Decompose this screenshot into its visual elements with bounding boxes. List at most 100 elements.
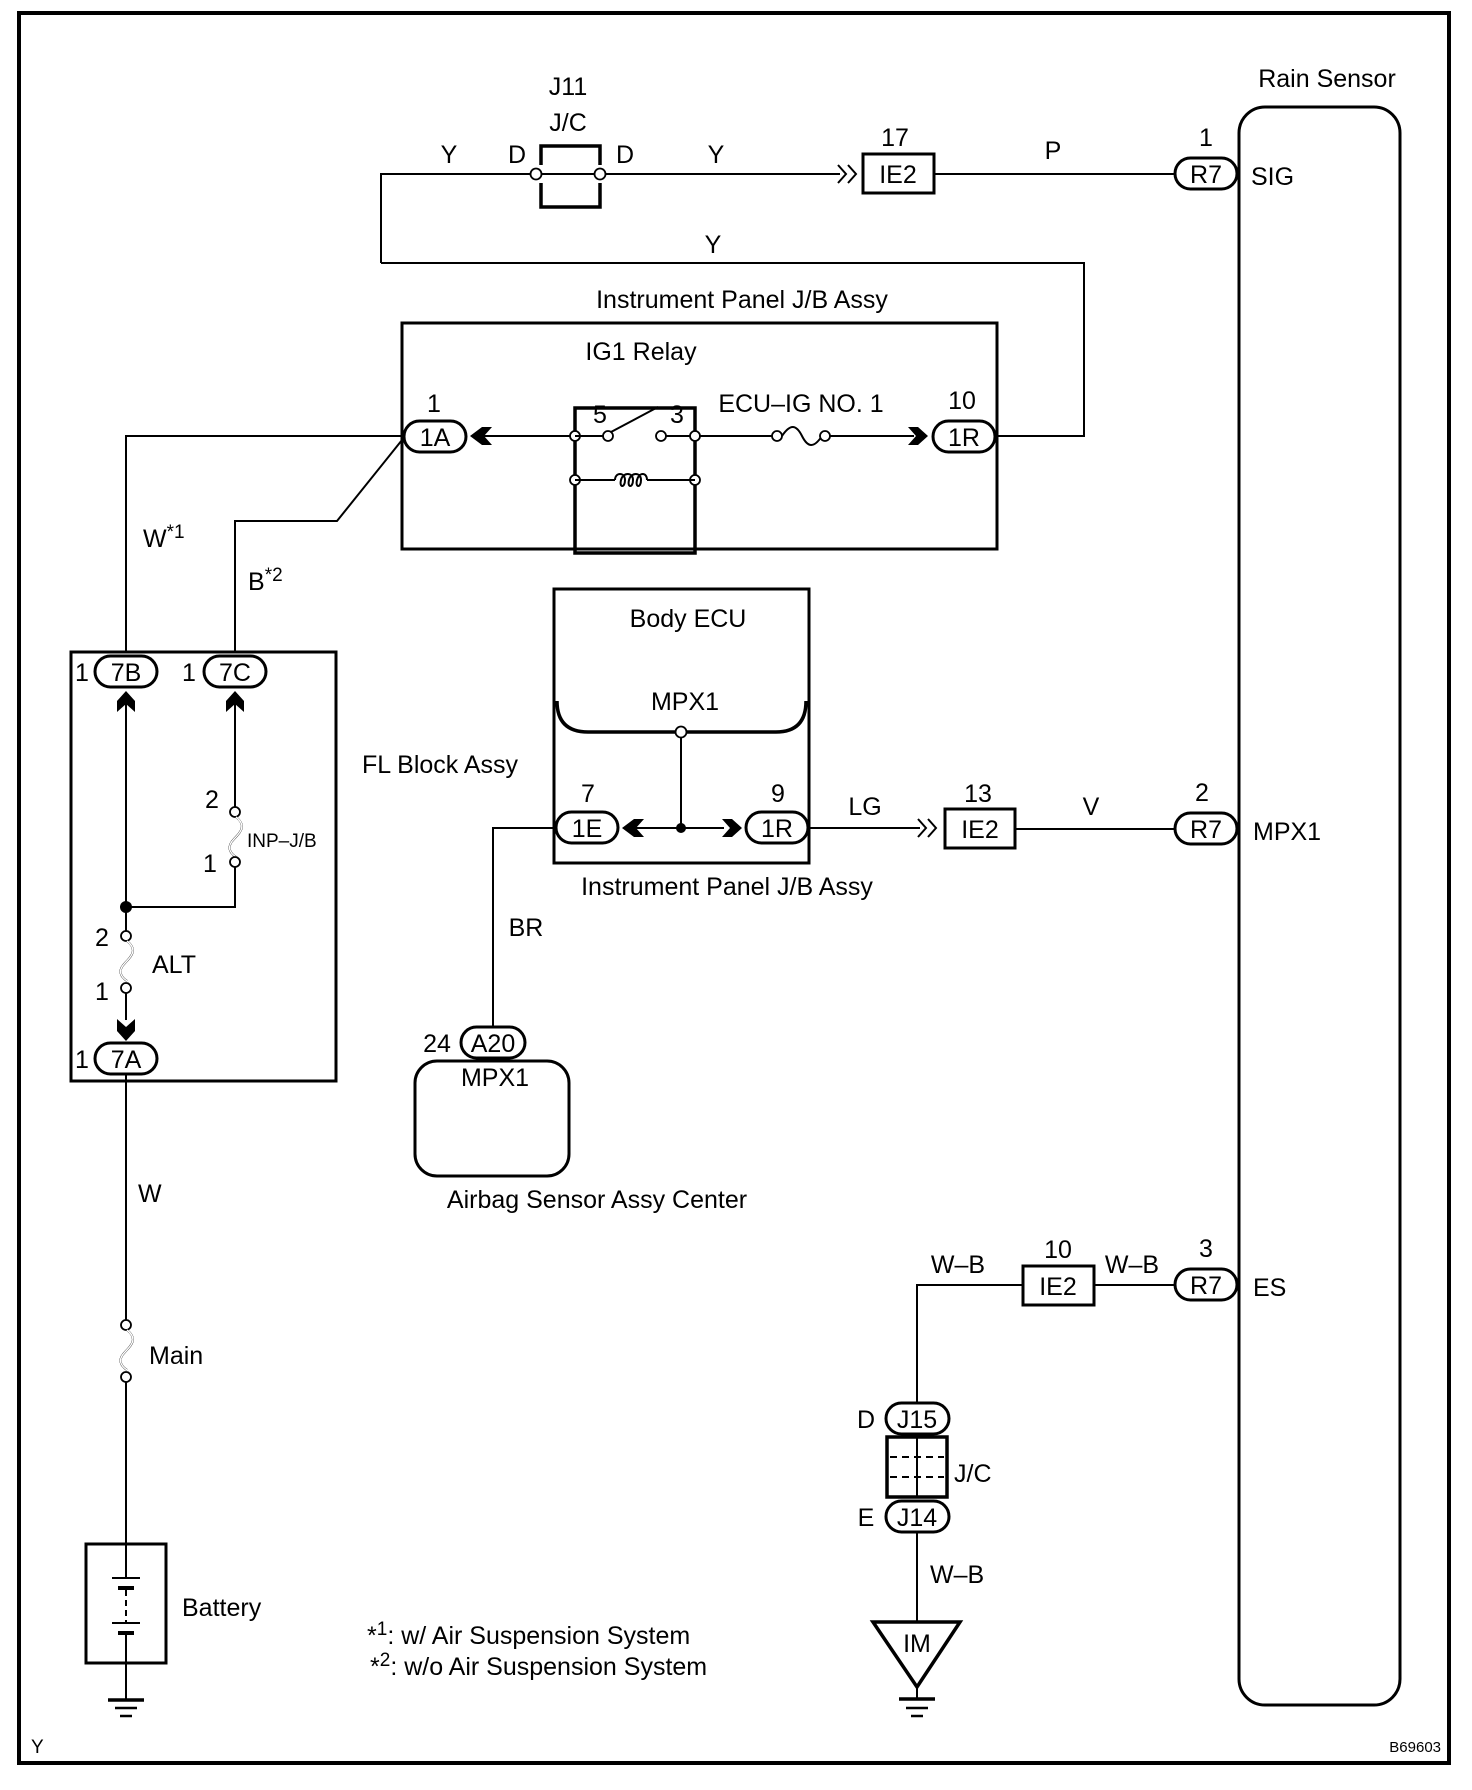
ie2-13-code: IE2 [961, 816, 999, 844]
conn-1e-code: 1E [572, 815, 603, 843]
conn-j14-code: J14 [897, 1504, 937, 1532]
fuse-alt-pin-bottom: 1 [95, 978, 109, 1006]
wire-w-mark: *1 [167, 522, 185, 543]
rain-sensor: Rain Sensor R7 1 SIG R7 2 MPX1 R7 3 ES [1173, 65, 1402, 1707]
footnote-1-sup: 1 [377, 1619, 388, 1640]
fuse-alt-icon [119, 930, 134, 994]
relay-pin-3: 3 [670, 401, 684, 429]
ground-icon [108, 1663, 144, 1718]
wire-color-w: W [138, 1180, 162, 1208]
relay-pin-5: 5 [593, 401, 607, 429]
battery-label: Battery [182, 1594, 262, 1622]
diagram-frame [17, 11, 1451, 1765]
wire-color-v: V [1083, 793, 1100, 821]
wire-color-w-sup1: W*1 [143, 522, 185, 553]
wire-color-y-return: Y [705, 231, 722, 259]
ie2-connector-17: IE2 17 [837, 124, 936, 195]
footnote-1: *1: w/ Air Suspension System [367, 1619, 690, 1650]
wire-b-mark: *2 [265, 565, 283, 586]
corner-label: Y [31, 1737, 44, 1758]
ie2-connector-10: IE2 10 [1021, 1236, 1096, 1307]
fuse-ecu-ig-label: ECU–IG NO. 1 [718, 390, 883, 418]
fl-block-assy: FL Block Assy 7B 1 7C 1 INP–J/B 2 1 [69, 650, 519, 1083]
r7-2-code: R7 [1190, 816, 1222, 844]
ie2-10-pin: 10 [1044, 1236, 1072, 1264]
conn-1r-top-code: 1R [948, 424, 980, 452]
fuse-main-label: Main [149, 1342, 203, 1370]
footnote-2: *2: w/o Air Suspension System [370, 1650, 707, 1681]
fuse-inp-jb-label: INP–J/B [247, 831, 317, 852]
j11-pin-right: D [616, 141, 634, 169]
ie2-13-pin: 13 [964, 780, 992, 808]
j11-type: J/C [549, 109, 587, 137]
wire-w-label: W [143, 525, 167, 553]
wire-color-y-left: Y [441, 141, 458, 169]
conn-1r-mid-pin: 9 [771, 780, 785, 808]
conn-j15-pin: D [857, 1406, 875, 1434]
wire-color-lg: LG [848, 793, 881, 821]
conn-a20-code: A20 [471, 1030, 515, 1058]
fuse-inp-pin-top: 2 [205, 786, 219, 814]
relay-coil-icon [575, 473, 695, 487]
conn-7c-code: 7C [219, 659, 251, 687]
fuse-ecu-ig-icon [771, 426, 831, 446]
figure-id: B69603 [1389, 1739, 1441, 1756]
conn-7c-pin: 1 [182, 659, 196, 687]
wire-color-br: BR [509, 914, 544, 942]
fuse-inp-pin-bottom: 1 [203, 850, 217, 878]
conn-1a-pin: 1 [427, 390, 441, 418]
footnote-2-mark: * [370, 1653, 380, 1681]
footnote-1-text: : w/ Air Suspension System [387, 1622, 690, 1650]
ie2-17-code: IE2 [879, 161, 917, 189]
footnotes: *1: w/ Air Suspension System *2: w/o Air… [367, 1619, 707, 1681]
conn-j14-pin: E [858, 1504, 875, 1532]
r7-3-pin: 3 [1199, 1235, 1213, 1263]
battery: Battery [84, 1542, 262, 1665]
ip-jb-mid-title: Instrument Panel J/B Assy [581, 873, 873, 901]
r7-1-code: R7 [1190, 161, 1222, 189]
conn-7a-pin: 1 [75, 1046, 89, 1074]
fuse-alt-label: ALT [152, 951, 196, 979]
r7-1-pin: 1 [1199, 124, 1213, 152]
conn-1a-code: 1A [420, 424, 451, 452]
conn-a20-pin: 24 [423, 1030, 451, 1058]
ie2-connector-13: IE2 13 [917, 780, 1017, 850]
body-ecu: Body ECU MPX1 1E 7 1R 9 Instrument Panel… [552, 587, 873, 901]
rain-sensor-title: Rain Sensor [1258, 65, 1396, 93]
conn-j15-code: J15 [897, 1406, 937, 1434]
conn-7a-code: 7A [111, 1046, 142, 1074]
airbag-sensor-assy: A20 24 MPX1 Airbag Sensor Assy Center [413, 1025, 747, 1214]
j11-name: J11 [549, 73, 587, 101]
conn-1r-top-pin: 10 [948, 387, 976, 415]
r7-2-signal: MPX1 [1253, 818, 1321, 846]
ig1-relay-label: IG1 Relay [585, 338, 697, 366]
airbag-title: Airbag Sensor Assy Center [447, 1186, 747, 1214]
wire-color-wb-1: W–B [931, 1251, 985, 1279]
ip-jb-top-title: Instrument Panel J/B Assy [596, 286, 888, 314]
r7-2-pin: 2 [1195, 779, 1209, 807]
conn-1r-mid-code: 1R [761, 815, 793, 843]
r7-3-signal: ES [1253, 1274, 1286, 1302]
footnote-2-sup: 2 [380, 1650, 391, 1671]
wire-color-b-sup2: B*2 [248, 565, 283, 596]
ground-point-code: IM [903, 1630, 931, 1658]
wire-color-p: P [1045, 137, 1062, 165]
fuse-main-icon [119, 1319, 134, 1383]
body-ecu-terminal: MPX1 [651, 688, 719, 716]
footnote-2-text: : w/o Air Suspension System [390, 1653, 707, 1681]
conn-1e-pin: 7 [581, 780, 595, 808]
instrument-panel-jb-top: Instrument Panel J/B Assy IG1 Relay 1A 1… [400, 286, 1084, 555]
footnote-1-mark: * [367, 1622, 377, 1650]
r7-1-signal: SIG [1251, 163, 1294, 191]
jc-bottom-label: J/C [954, 1460, 992, 1488]
wire-color-y-right: Y [708, 141, 725, 169]
airbag-terminal: MPX1 [461, 1064, 529, 1092]
jc-j15-j14: J15 D J/C J14 E [857, 1401, 992, 1534]
fuse-alt-pin-top: 2 [95, 924, 109, 952]
ground-point-im: IM [869, 1620, 964, 1718]
fuse-inp-jb-icon [228, 806, 243, 868]
conn-7b-pin: 1 [75, 659, 89, 687]
body-ecu-title: Body ECU [630, 605, 747, 633]
wire-color-wb-2: W–B [1105, 1251, 1159, 1279]
